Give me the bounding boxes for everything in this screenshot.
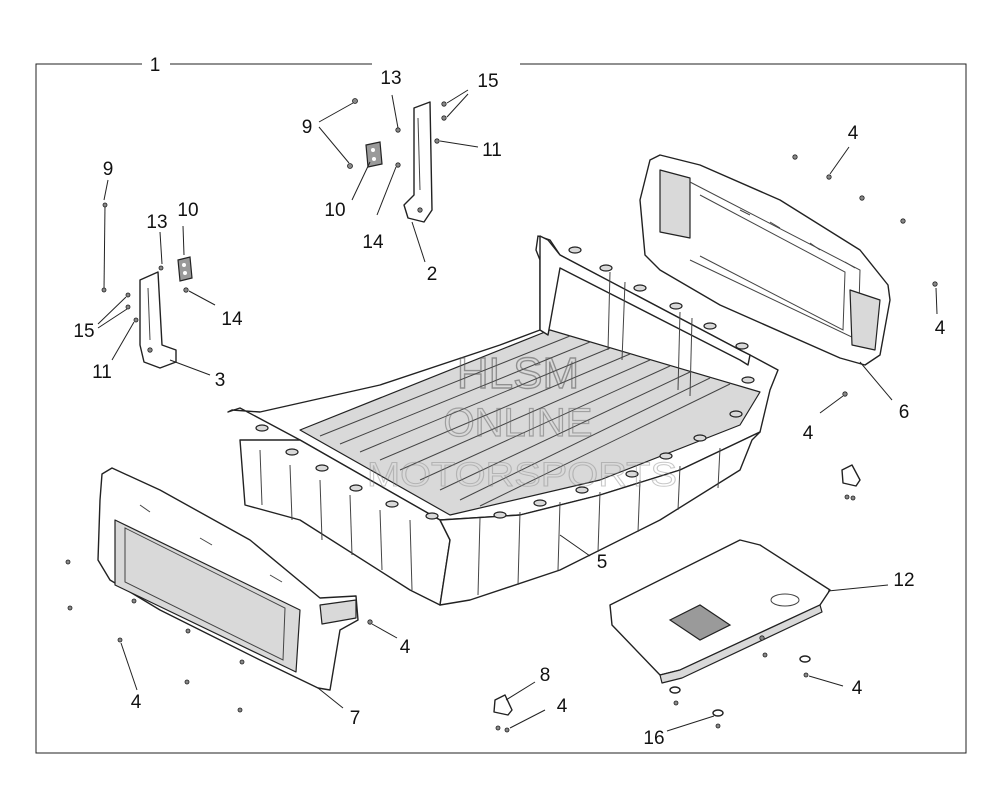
- callout-10-b: 10: [177, 200, 198, 221]
- callout-16: 16: [643, 728, 664, 749]
- callout-3: 3: [215, 370, 226, 391]
- rim-holes: [255, 246, 755, 520]
- leader-lines: [97, 89, 938, 732]
- callout-8: 8: [540, 665, 551, 686]
- callout-6: 6: [899, 402, 910, 423]
- callout-labels: 1 2 3 4 4 4 4 4 4 4 5 6 7 8 9 9 10 10 11…: [73, 55, 945, 749]
- callout-4-d: 4: [400, 637, 411, 658]
- watermark-line-3: MOTORSPORTS: [367, 456, 677, 494]
- bracket-part-3: [139, 271, 177, 369]
- hardware-fasteners: [65, 98, 938, 733]
- callout-1: 1: [150, 55, 161, 76]
- watermark-line-1: HLSM: [457, 349, 579, 398]
- callout-5: 5: [597, 552, 608, 573]
- callout-13-a: 13: [380, 68, 401, 89]
- callout-4-c: 4: [803, 423, 814, 444]
- skid-plate-part-12: [609, 539, 831, 684]
- callout-4-b: 4: [935, 318, 946, 339]
- callout-9-b: 9: [103, 159, 114, 180]
- callout-7: 7: [350, 708, 361, 729]
- callout-14-a: 14: [362, 232, 384, 253]
- latch-part-10-left: [177, 256, 193, 282]
- callout-2: 2: [427, 264, 438, 285]
- bracket-part-2: [403, 101, 433, 223]
- callout-11-b: 11: [92, 362, 112, 383]
- latch-part-10-top: [365, 141, 383, 168]
- callout-4-g: 4: [852, 678, 863, 699]
- callout-15-a: 15: [477, 71, 498, 92]
- front-panel-part-6: [639, 154, 891, 366]
- callout-10-a: 10: [324, 200, 345, 221]
- cargo-box-part-5: [227, 235, 779, 606]
- callout-14-b: 14: [221, 309, 243, 330]
- callout-4-a: 4: [848, 123, 859, 144]
- callout-12: 12: [893, 570, 914, 591]
- floor-ribs: [319, 335, 731, 507]
- callout-9-a: 9: [302, 117, 313, 138]
- watermark-line-2: ONLINE: [444, 401, 593, 445]
- callout-4-f: 4: [557, 696, 568, 717]
- callout-4-e: 4: [131, 692, 142, 713]
- bracket-small-right: [841, 464, 861, 487]
- callout-13-b: 13: [146, 212, 167, 233]
- diagram-frame: [35, 63, 967, 754]
- rear-panel-part-7: [97, 467, 359, 691]
- bracket-part-8: [493, 694, 513, 716]
- callout-11-a: 11: [482, 140, 502, 161]
- callout-15-b: 15: [73, 321, 94, 342]
- watermark: HLSM ONLINE MOTORSPORTS: [367, 348, 678, 494]
